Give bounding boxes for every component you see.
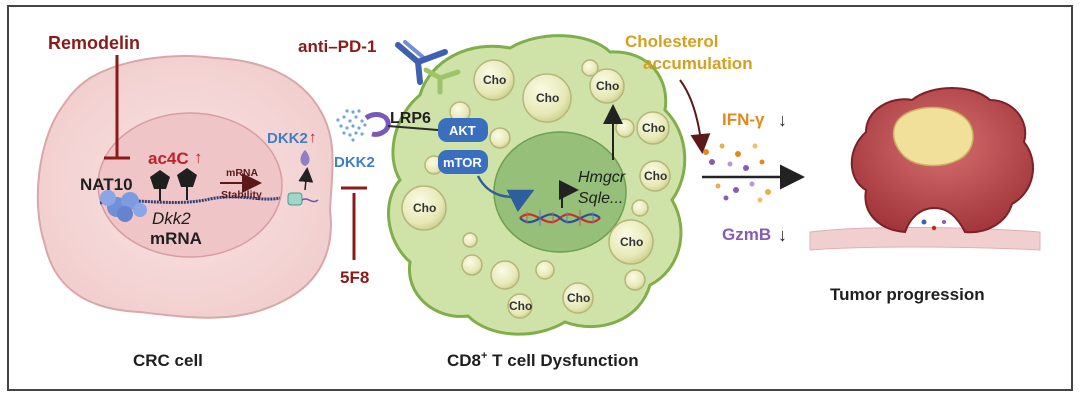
cho-droplet bbox=[507, 293, 533, 319]
cholesterol-label-line2: accumulation bbox=[643, 54, 753, 73]
cho-droplet bbox=[639, 160, 671, 192]
cho-droplet bbox=[473, 59, 515, 101]
transcription-arrow bbox=[559, 180, 579, 208]
tumor-necrotic-core bbox=[892, 106, 974, 167]
nat10-label: NAT10 bbox=[80, 175, 133, 194]
cho-label: Cho bbox=[509, 299, 532, 313]
hmgcr-label: Hmgcr bbox=[578, 169, 626, 186]
akt-label: AKT bbox=[449, 123, 476, 138]
ac4c-label: ac4C bbox=[148, 149, 189, 168]
ribosome-icon bbox=[287, 192, 319, 206]
cho-droplet bbox=[608, 219, 654, 265]
gzmb-down-arrow: ↓ bbox=[778, 225, 787, 245]
tissue-base bbox=[809, 227, 1041, 251]
tumor-caption: Tumor progression bbox=[830, 285, 985, 304]
cho-label: Cho bbox=[642, 121, 665, 135]
cho-droplet bbox=[589, 68, 625, 104]
cho-label: Cho bbox=[620, 235, 643, 249]
cho-label: Cho bbox=[596, 79, 619, 93]
ifng-label: IFN-γ bbox=[722, 110, 765, 129]
lrp6-receptor-icon bbox=[364, 112, 391, 137]
dkk2-up-label: DKK2 bbox=[267, 130, 308, 147]
remodelin-label: Remodelin bbox=[48, 33, 140, 53]
gzmb-label: GzmB bbox=[722, 225, 771, 244]
mtor-box bbox=[438, 150, 488, 174]
figure-frame bbox=[7, 5, 1073, 391]
ifng-down-arrow: ↓ bbox=[778, 110, 787, 130]
f58-label: 5F8 bbox=[340, 268, 369, 287]
sqle-label: Sqle... bbox=[578, 190, 623, 207]
nat10-enzyme-icon bbox=[100, 190, 147, 222]
pd1-receptor-icon bbox=[423, 67, 461, 95]
anti-pd1-label: anti–PD-1 bbox=[298, 37, 376, 56]
ac4c-modification-icon bbox=[177, 168, 197, 187]
dkk2-up-arrow: ↑ bbox=[309, 129, 317, 146]
dkk2-gene-label: Dkk2 bbox=[152, 209, 191, 228]
ac4c-up-arrow: ↑ bbox=[194, 148, 203, 167]
signal-arrow bbox=[476, 175, 535, 213]
immune-cells-in-tumor bbox=[921, 219, 946, 231]
secretion-arrow bbox=[298, 167, 314, 191]
cho-label: Cho bbox=[483, 73, 506, 87]
cho-droplet bbox=[522, 73, 572, 123]
cho-droplet bbox=[401, 185, 447, 231]
akt-box bbox=[438, 118, 488, 142]
cytokine-dots bbox=[703, 143, 771, 203]
cho-label: Cho bbox=[644, 169, 667, 183]
mtor-label: mTOR bbox=[443, 155, 482, 170]
cho-label: Cho bbox=[567, 291, 590, 305]
lrp6-label: LRP6 bbox=[390, 110, 431, 127]
dkk2-vesicle-icon bbox=[300, 150, 310, 166]
lrp6-link bbox=[387, 125, 439, 131]
dkk2-label: DKK2 bbox=[334, 154, 375, 171]
cholesterol-droplets bbox=[401, 59, 671, 319]
cho-label: Cho bbox=[536, 91, 559, 105]
cho-droplet bbox=[562, 282, 594, 314]
dna-helix-icon bbox=[519, 210, 601, 226]
ac4c-modification-icon bbox=[150, 170, 170, 189]
dkk2-protein-dots bbox=[336, 109, 367, 142]
mrna-stability-label-line2: Stability bbox=[221, 189, 262, 201]
mrna-label: mRNA bbox=[150, 229, 202, 248]
tcell-caption: CD8+ T cell Dysfunction bbox=[447, 350, 639, 370]
crc-cell-caption: CRC cell bbox=[133, 351, 203, 370]
cho-label: Cho bbox=[413, 201, 436, 215]
cho-droplet bbox=[636, 111, 670, 145]
anti-pd1-antibody-icon bbox=[395, 40, 448, 85]
accumulation-arrow bbox=[679, 79, 711, 154]
mrna-stability-label-line1: mRNA bbox=[226, 167, 259, 179]
mrna-strand bbox=[99, 195, 281, 205]
cholesterol-label-line1: Cholesterol bbox=[625, 32, 719, 51]
